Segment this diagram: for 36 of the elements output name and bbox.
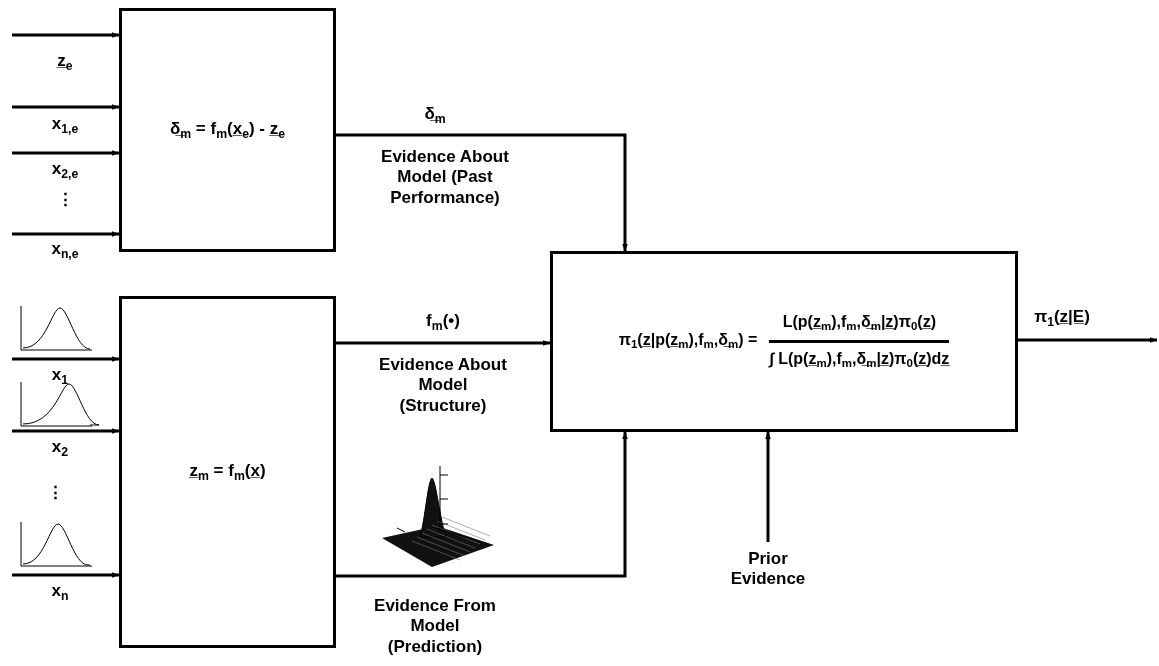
arrow — [12, 150, 119, 156]
annotation-text: Evidence From Model (Prediction) — [373, 596, 497, 658]
arrow — [12, 104, 119, 110]
edge-label: x$_{2,e}$ — [51, 158, 79, 182]
formula-text: z̲$_{m}$ = f$_{m}$(x̲) — [189, 460, 266, 484]
edge-label: z̲$_{e}$ — [57, 50, 73, 74]
process-box — [119, 8, 336, 252]
arrow — [336, 133, 628, 251]
arrow — [12, 572, 119, 578]
arrow — [12, 356, 119, 362]
arrow — [12, 428, 119, 434]
arrow — [12, 231, 119, 237]
annotation-text: ⋮ — [56, 189, 74, 211]
edge-label: x$_{n}$ — [51, 580, 69, 604]
formula-text: δ̲$_{m}$ = f$_{m}$(x̲$_{e}$) - z̲$_{e}$ — [169, 118, 286, 142]
arrow — [12, 32, 119, 38]
edge-label: π$_{1}$(z̲|E̲) — [1034, 306, 1090, 330]
arrow — [336, 432, 628, 578]
annotation-text: Evidence About Model (Structure) — [378, 355, 508, 417]
process-box — [119, 296, 336, 648]
formula-text: ∫ L(p(z̲$_{m}$),f$_{m}$,δ̲$_{m}$|z̲)π$_{0}$(z̲)dz̲ — [769, 349, 950, 372]
edge-label: x$_{1}$ — [51, 364, 69, 388]
node-label: Prior Evidence — [728, 546, 808, 592]
edge-label: f$_{m}$(•) — [426, 310, 460, 334]
edge-label: x$_{n,e}$ — [51, 238, 79, 262]
edge-label: x$_{1,e}$ — [51, 113, 79, 137]
edge-label: δ̲$_{m}$ — [424, 103, 446, 127]
formula-text: π$_{1}$(z̲|p(z̲$_{m}$),f$_{m}$,δ̲$_{m}$) = — [618, 330, 758, 353]
arrow — [336, 340, 550, 346]
arrow — [765, 432, 771, 542]
process-box — [550, 251, 1018, 432]
annotation-text: ⋮ — [46, 482, 64, 504]
formula-text: L(p(z̲$_{m}$),f$_{m}$,δ̲$_{m}$|z̲)π$_{0}$(z̲) — [782, 311, 936, 334]
annotation-text: Evidence About Model (Past Performance) — [380, 147, 510, 209]
edge-label: x$_{2}$ — [51, 436, 69, 460]
arrow — [1018, 337, 1157, 343]
